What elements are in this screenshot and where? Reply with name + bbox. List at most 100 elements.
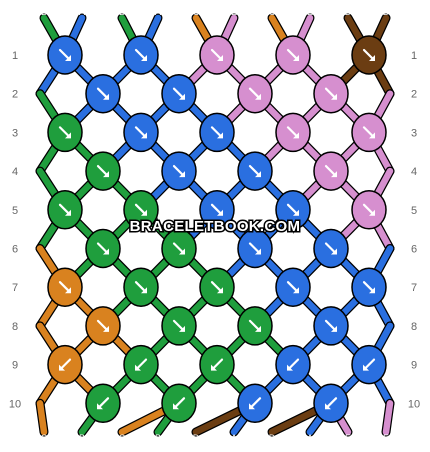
arrow-head-icon (255, 93, 261, 100)
arrow-head-icon (97, 403, 103, 410)
knot (351, 112, 387, 153)
knot (85, 383, 121, 424)
arrow-icon (286, 126, 299, 138)
knot (199, 35, 235, 75)
arrow-head-icon (179, 325, 185, 332)
knot (199, 112, 235, 153)
knot (123, 344, 159, 385)
arrow-icon (135, 358, 148, 370)
arrow-head-icon (179, 171, 185, 178)
arrow-head-icon (255, 171, 261, 178)
arrow-head-icon (331, 171, 337, 178)
arrow-head-icon (141, 55, 147, 61)
row-number-left: 8 (12, 321, 18, 333)
arrow-head-icon (369, 132, 375, 139)
arrow-head-icon (135, 364, 141, 371)
bottom-string-letter: B (155, 433, 161, 443)
arrow-icon (248, 242, 261, 254)
row-number-right: 1 (411, 50, 417, 62)
arrow-icon (248, 165, 261, 177)
knot (199, 267, 235, 307)
row-number-left: 6 (12, 244, 18, 256)
knot (47, 344, 83, 385)
knot (275, 112, 311, 153)
arrow-icon (324, 319, 337, 331)
knot (123, 35, 159, 75)
arrow-head-icon (293, 287, 299, 294)
arrow-icon (249, 397, 262, 409)
arrow-icon (248, 87, 261, 99)
arrow-head-icon (141, 209, 147, 216)
arrow-head-icon (255, 325, 261, 332)
arrow-icon (134, 203, 147, 215)
top-string-letter: D (383, 7, 390, 17)
knot (313, 383, 349, 424)
bottom-string-letter: E (383, 433, 389, 443)
arrow-icon (96, 87, 109, 99)
row-number-left: 3 (12, 127, 18, 139)
row-number-right: 9 (411, 360, 417, 372)
bottom-string (36, 400, 48, 436)
knot (237, 383, 273, 424)
arrow-head-icon (179, 248, 185, 255)
arrow-icon (210, 48, 223, 61)
arrow-icon (362, 48, 375, 61)
arrow-icon (210, 126, 223, 138)
bottom-string-letter: D (193, 433, 200, 443)
knot (85, 73, 121, 114)
knot (123, 267, 159, 307)
arrow-icon (210, 203, 223, 215)
knot-layer (47, 35, 387, 424)
knot (313, 73, 349, 114)
arrow-head-icon (59, 364, 65, 371)
top-string-letter: C (269, 7, 276, 17)
knot (161, 151, 197, 191)
top-string-letter: A (79, 7, 85, 17)
row-number-left: 5 (12, 205, 18, 217)
bottom-string-letter: E (345, 433, 351, 443)
arrow-head-icon (141, 287, 147, 294)
knot (351, 190, 387, 230)
arrow-head-icon (65, 132, 71, 139)
top-string-letter: C (193, 7, 200, 17)
arrow-head-icon (293, 209, 299, 216)
arrow-head-icon (331, 93, 337, 100)
arrow-head-icon (211, 364, 217, 371)
knot (85, 306, 121, 346)
arrow-head-icon (369, 209, 375, 216)
arrow-head-icon (331, 325, 337, 332)
top-string-letter: E (231, 7, 237, 17)
arrow-icon (173, 397, 186, 409)
bottom-string-letter: D (269, 433, 276, 443)
row-number-right: 10 (408, 398, 420, 410)
arrow-icon (96, 165, 109, 177)
knot (275, 267, 311, 307)
arrow-icon (363, 358, 376, 370)
arrow-icon (286, 203, 299, 215)
row-number-left: 2 (12, 89, 18, 101)
bottom-string (382, 400, 394, 436)
knot (199, 190, 235, 230)
arrow-icon (362, 126, 375, 138)
arrow-head-icon (249, 403, 255, 410)
arrow-icon (172, 242, 185, 254)
knot (161, 73, 197, 114)
arrow-icon (325, 397, 338, 409)
row-number-right: 8 (411, 321, 417, 333)
arrow-icon (58, 281, 71, 293)
knot (275, 35, 311, 75)
arrow-icon (172, 87, 185, 99)
knot (47, 267, 83, 307)
arrow-head-icon (141, 132, 147, 139)
knot (237, 151, 273, 191)
knot (313, 228, 349, 269)
arrow-icon (134, 126, 147, 138)
knot (161, 306, 197, 346)
arrow-head-icon (325, 403, 331, 410)
arrow-icon (134, 281, 147, 293)
arrow-head-icon (65, 55, 71, 61)
arrow-icon (172, 165, 185, 177)
arrow-head-icon (103, 325, 109, 332)
arrow-icon (58, 203, 71, 215)
